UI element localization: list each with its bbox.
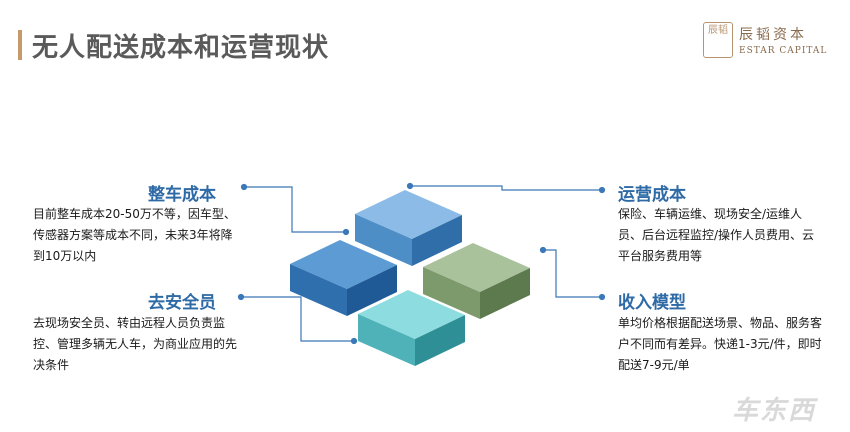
section-body-operating-cost: 保险、车辆运维、现场安全/运维人员、后台远程监控/操作人员费用、云平台服务费用等 (618, 207, 815, 263)
section-title-operating-cost: 运营成本 (618, 185, 686, 205)
title-accent-bar (18, 30, 22, 60)
section-title-remove-safety: 去安全员 (148, 293, 216, 313)
connector-dot (406, 182, 414, 190)
block-top (355, 190, 462, 266)
section-title-vehicle-cost: 整车成本 (148, 185, 216, 205)
connector-vehicle-cost (244, 186, 346, 233)
block-bottom (358, 290, 465, 366)
connector-dot (237, 293, 245, 301)
watermark: 车东西 (732, 396, 817, 426)
connector-dot (598, 186, 606, 194)
connector-remove-safety (241, 296, 354, 342)
block-left (290, 240, 397, 316)
company-logo: 辰韬 辰韬资本 ESTAR CAPITAL (703, 22, 833, 62)
logo-seal: 辰韬 (703, 22, 733, 58)
section-body-vehicle-cost: 目前整车成本20-50万不等，因车型、传感器方案等成本不同，未来3年将降到10万… (33, 207, 236, 263)
connector-dot (342, 228, 350, 236)
block-right (423, 243, 530, 319)
connector-revenue-model (543, 249, 602, 298)
connector-dot (598, 293, 606, 301)
section-body-remove-safety: 去现场安全员、转由远程人员负责监控、管理多辆无人车，为商业应用的先决条件 (33, 316, 238, 372)
connector-lines (237, 182, 606, 345)
connector-dot (240, 183, 248, 191)
connector-operating-cost (410, 185, 602, 191)
logo-chinese-name: 辰韬资本 (739, 27, 807, 43)
connector-dot (539, 246, 547, 254)
section-title-revenue-model: 收入模型 (618, 293, 686, 313)
slide-title: 无人配送成本和运营现状 (32, 33, 330, 63)
section-body-revenue-model: 单均价格根据配送场景、物品、服务客户不同而有差异。快递1-3元/件，即时配送7-… (618, 316, 823, 372)
connector-dot (350, 337, 358, 345)
logo-english-name: ESTAR CAPITAL (739, 46, 828, 56)
